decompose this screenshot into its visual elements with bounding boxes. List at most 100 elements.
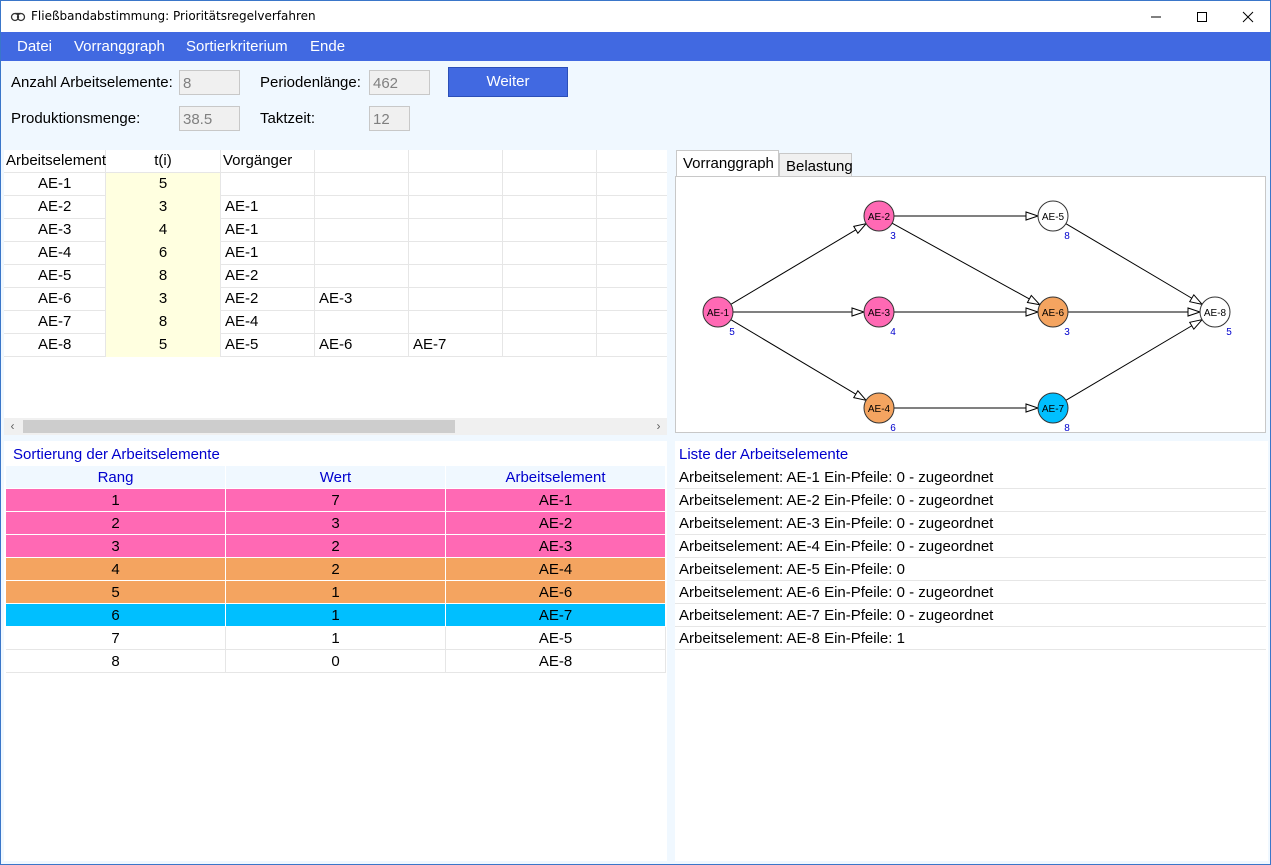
grid-cell-predecessor[interactable] [221,173,315,196]
grid-cell-predecessor[interactable] [597,334,667,357]
grid-cell-element[interactable]: AE-7 [4,311,106,334]
list-item[interactable]: Arbeitselement: AE-3 Ein-Pfeile: 0 - zug… [675,512,1266,535]
menu-vorranggraph[interactable]: Vorranggraph [74,38,165,55]
grid-cell-time[interactable]: 6 [106,242,221,265]
scrollbar-thumb[interactable] [23,420,455,433]
anzahl-field[interactable]: 8 [179,70,240,95]
grid-cell-time[interactable]: 8 [106,265,221,288]
grid-cell-predecessor[interactable] [409,288,503,311]
list-item[interactable]: Arbeitselement: AE-8 Ein-Pfeile: 1 [675,627,1266,650]
grid-cell-predecessor[interactable] [597,219,667,242]
menu-ende[interactable]: Ende [310,38,346,55]
graph-node[interactable] [1199,296,1231,328]
grid-cell-predecessor[interactable]: AE-1 [221,219,315,242]
grid-cell-predecessor[interactable] [503,196,597,219]
grid-cell-predecessor[interactable] [597,242,667,265]
list-item[interactable]: Arbeitselement: AE-1 Ein-Pfeile: 0 - zug… [675,466,1266,489]
tab-vorranggraph[interactable]: Vorranggraph [676,150,779,177]
grid-cell-predecessor[interactable]: AE-2 [221,288,315,311]
grid-cell-predecessor[interactable]: AE-3 [315,288,409,311]
grid-cell-element[interactable]: AE-8 [4,334,106,357]
menu-datei[interactable]: Datei [17,38,53,55]
grid-cell-predecessor[interactable] [597,288,667,311]
close-button[interactable] [1225,1,1271,32]
grid-cell-element[interactable]: AE-6 [4,288,106,311]
grid-header-cell[interactable] [315,150,409,173]
grid-cell-predecessor[interactable]: AE-4 [221,311,315,334]
grid-cell-predecessor[interactable] [315,311,409,334]
grid-cell-predecessor[interactable]: AE-1 [221,242,315,265]
grid-cell-element[interactable]: AE-5 [4,265,106,288]
grid-header-cell[interactable]: Arbeitselement [4,150,106,173]
graph-node[interactable] [1037,392,1069,424]
grid-cell-predecessor[interactable] [503,265,597,288]
grid-header-cell[interactable] [597,150,667,173]
grid-cell-predecessor[interactable] [503,242,597,265]
grid-header-cell[interactable]: t(i) [106,150,221,173]
grid-cell-predecessor[interactable] [503,219,597,242]
perioden-field[interactable]: 462 [369,70,430,95]
grid-horizontal-scrollbar[interactable]: ‹ › [4,418,667,435]
graph-node[interactable] [863,200,895,232]
grid-cell-element[interactable]: AE-2 [4,196,106,219]
grid-cell-predecessor[interactable] [597,173,667,196]
graph-node[interactable] [1037,200,1069,232]
grid-cell-predecessor[interactable] [315,196,409,219]
grid-header-cell[interactable]: Vorgänger [221,150,315,173]
grid-cell-predecessor[interactable] [597,196,667,219]
grid-cell-predecessor[interactable] [597,311,667,334]
grid-cell-predecessor[interactable] [503,311,597,334]
grid-cell-predecessor[interactable] [503,334,597,357]
graph-node[interactable] [1037,296,1069,328]
grid-cell-predecessor[interactable] [597,265,667,288]
grid-cell-predecessor[interactable] [315,219,409,242]
produktion-field[interactable]: 38.5 [179,106,240,131]
grid-header-cell[interactable] [409,150,503,173]
grid-cell-time[interactable]: 4 [106,219,221,242]
grid-cell-predecessor[interactable] [503,288,597,311]
grid-cell-predecessor[interactable] [409,173,503,196]
grid-cell-predecessor[interactable] [315,173,409,196]
graph-node[interactable] [863,296,895,328]
list-item[interactable]: Arbeitselement: AE-5 Ein-Pfeile: 0 [675,558,1266,581]
scroll-left-icon[interactable]: ‹ [10,419,15,433]
list-item[interactable]: Arbeitselement: AE-6 Ein-Pfeile: 0 - zug… [675,581,1266,604]
grid-cell-predecessor[interactable]: AE-7 [409,334,503,357]
graph-node[interactable] [702,296,734,328]
grid-cell-element[interactable]: AE-3 [4,219,106,242]
grid-cell-predecessor[interactable]: AE-5 [221,334,315,357]
grid-cell-predecessor[interactable] [409,311,503,334]
menu-sortierkriterium[interactable]: Sortierkriterium [186,38,288,55]
grid-cell-element[interactable]: AE-1 [4,173,106,196]
grid-cell-time[interactable]: 3 [106,288,221,311]
tab-belastung[interactable]: Belastung [779,153,853,177]
graph-node[interactable] [863,392,895,424]
grid-cell-time[interactable]: 5 [106,173,221,196]
grid-cell-time[interactable]: 8 [106,311,221,334]
grid-header-cell[interactable] [503,150,597,173]
grid-cell-predecessor[interactable] [503,173,597,196]
grid-cell-predecessor[interactable] [409,265,503,288]
grid-cell-predecessor[interactable] [409,196,503,219]
takt-field[interactable]: 12 [369,106,410,131]
grid-cell-time[interactable]: 5 [106,334,221,357]
grid-cell-element[interactable]: AE-4 [4,242,106,265]
minimize-button[interactable] [1133,1,1179,32]
grid-cell-predecessor[interactable] [409,242,503,265]
weiter-button[interactable]: Weiter [448,67,568,97]
maximize-button[interactable] [1179,1,1225,32]
grid-cell-predecessor[interactable]: AE-1 [221,196,315,219]
